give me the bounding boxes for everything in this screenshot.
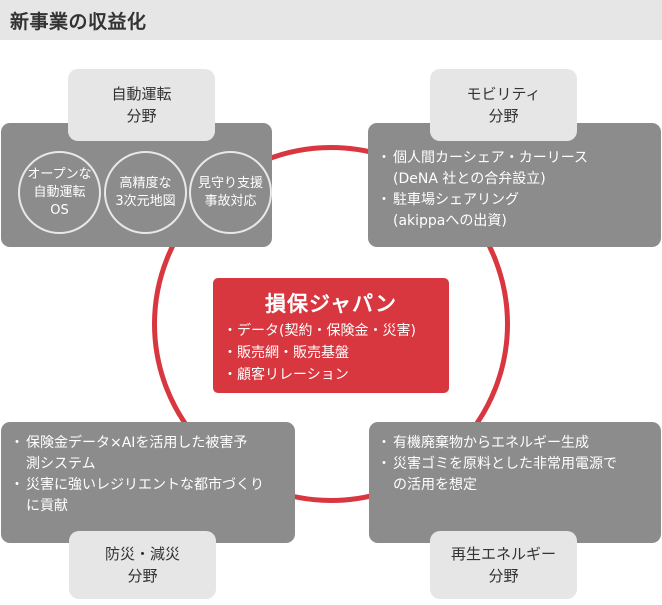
open-autonomous-os-circle: オープンな 自動運転 OS bbox=[18, 151, 101, 234]
renewable-list: 有機廃棄物からエネルギー生成 災害ゴミを原料とした非常用電源で の活用を想定 bbox=[377, 433, 655, 496]
renewable-energy-label: 再生エネルギー 分野 bbox=[430, 531, 577, 599]
mobility-label: モビリティ 分野 bbox=[430, 69, 577, 141]
list-item: 有機廃棄物からエネルギー生成 bbox=[377, 433, 655, 454]
item-main: 駐車場シェアリング bbox=[393, 192, 519, 208]
autonomous-driving-label: 自動運転 分野 bbox=[68, 69, 215, 141]
list-item: 保険金データ×AIを活用した被害予 測システム bbox=[10, 433, 290, 475]
label-line: 再生エネルギー bbox=[450, 545, 556, 563]
circle-line: 事故対応 bbox=[204, 193, 257, 209]
item-sub: (akippaへの出資) bbox=[393, 213, 507, 229]
list-item: 駐車場シェアリング (akippaへの出資) bbox=[377, 190, 655, 232]
item-line: 災害ゴミを原料とした非常用電源で bbox=[393, 456, 617, 472]
circle-line: オープンな bbox=[27, 166, 92, 182]
item-line: 有機廃棄物からエネルギー生成 bbox=[393, 435, 589, 451]
label-line: 分野 bbox=[488, 107, 519, 125]
label-line: モビリティ bbox=[466, 85, 541, 103]
label-line: 分野 bbox=[127, 567, 158, 585]
disaster-prevention-label: 防災・減災 分野 bbox=[69, 531, 216, 599]
page-title: 新事業の収益化 bbox=[10, 11, 147, 33]
item-line: 測システム bbox=[26, 456, 96, 472]
disaster-list: 保険金データ×AIを活用した被害予 測システム 災害に強いレジリエントな都市づく… bbox=[10, 433, 290, 517]
item-line: 災害に強いレジリエントな都市づくり bbox=[26, 477, 264, 493]
title-bar: 新事業の収益化 bbox=[0, 0, 662, 40]
list-item: 顧客リレーション bbox=[223, 364, 416, 386]
label-line: 防災・減災 bbox=[104, 545, 180, 563]
label-line: 自動運転 bbox=[111, 85, 172, 103]
item-line: の活用を想定 bbox=[393, 477, 477, 493]
mobility-list: 個人間カーシェア・カーリース (DeNA 社との合弁設立) 駐車場シェアリング … bbox=[377, 148, 655, 232]
item-main: 個人間カーシェア・カーリース bbox=[393, 150, 589, 166]
item-sub: (DeNA 社との合弁設立) bbox=[393, 171, 546, 187]
list-item: 個人間カーシェア・カーリース (DeNA 社との合弁設立) bbox=[377, 148, 655, 190]
watch-support-circle: 見守り支援 事故対応 bbox=[189, 151, 272, 234]
label-line: 分野 bbox=[126, 107, 157, 125]
item-line: 保険金データ×AIを活用した被害予 bbox=[26, 435, 248, 451]
list-item: 災害ゴミを原料とした非常用電源で の活用を想定 bbox=[377, 454, 655, 496]
item-line: に貢献 bbox=[26, 498, 68, 514]
connecting-ring bbox=[152, 145, 510, 503]
circle-line: 見守り支援 bbox=[197, 175, 263, 191]
label-line: 分野 bbox=[488, 567, 519, 585]
circle-line: 3次元地図 bbox=[115, 193, 176, 209]
list-item: 災害に強いレジリエントな都市づくり に貢献 bbox=[10, 475, 290, 517]
list-item: 販売網・販売基盤 bbox=[223, 342, 416, 364]
circle-line: 高精度な bbox=[119, 175, 172, 191]
circle-line: 自動運転 bbox=[33, 184, 86, 200]
list-item: データ(契約・保険金・災害) bbox=[223, 320, 416, 342]
sompo-japan-center-box: 損保ジャパン データ(契約・保険金・災害) 販売網・販売基盤 顧客リレーション bbox=[213, 278, 449, 393]
hd-3d-map-circle: 高精度な 3次元地図 bbox=[104, 151, 187, 234]
circle-line: OS bbox=[50, 202, 69, 218]
center-asset-list: データ(契約・保険金・災害) 販売網・販売基盤 顧客リレーション bbox=[223, 320, 416, 386]
center-title: 損保ジャパン bbox=[265, 292, 397, 316]
